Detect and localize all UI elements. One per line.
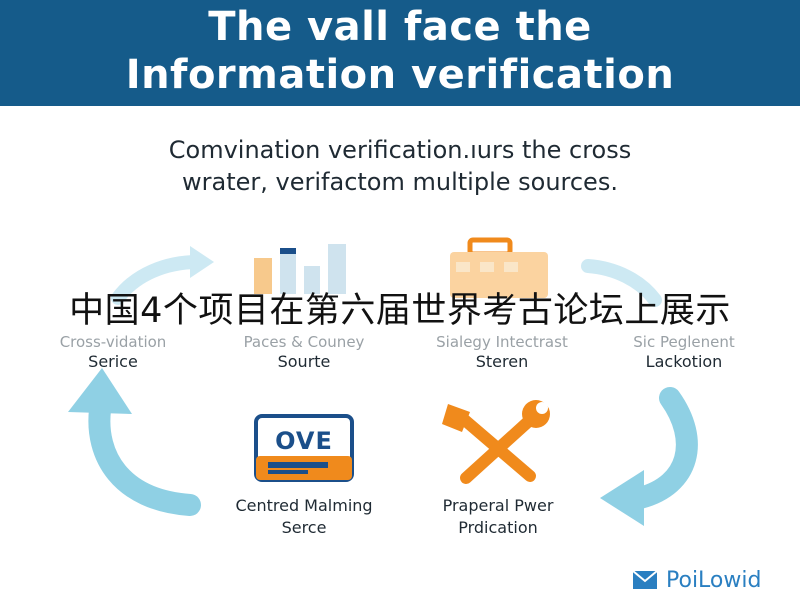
subtitle-line-1: Comvination verification.ıurs the cross <box>168 136 632 164</box>
node-label-2: Paces & Couney Sourte <box>212 332 396 372</box>
brand-name: PoiLowid <box>666 567 762 593</box>
document-card-label: OVE <box>275 427 333 455</box>
node-label-4: Sic Peglenent Lackotion <box>598 332 770 372</box>
node-label-1: Cross-vidation Serice <box>28 332 198 372</box>
node-label-main: Steren <box>475 352 529 371</box>
subtitle-line-2: wrater, verifactom multiple sources. <box>182 168 618 196</box>
cycle-arrow-icon <box>581 259 662 307</box>
node-label-main: Sourte <box>277 352 331 371</box>
node-label-main: Lackotion <box>645 352 723 371</box>
document-card-icon <box>254 414 354 482</box>
node-label-main: Serice <box>88 352 138 371</box>
bottom-node-label-1: Centred Malming Serce <box>196 495 412 539</box>
node-label-faded: Sialegy Intectrast <box>436 333 568 351</box>
overlay-caption: 中国4个项目在第六届世界考古论坛上展示 <box>69 291 731 331</box>
bottom-node-line-2: Serce <box>281 518 327 537</box>
envelope-logo-icon <box>632 570 658 589</box>
briefcase-icon <box>450 237 548 298</box>
bottom-node-line-1: Centred Malming <box>235 496 373 515</box>
title-line-2: Information verification <box>125 52 675 98</box>
cycle-arrow-icon <box>111 246 214 305</box>
node-label-3: Sialegy Intectrast Steren <box>404 332 600 372</box>
title-line-1: The vall face the <box>208 4 592 50</box>
header-banner: The vall face the Information verificati… <box>0 0 800 106</box>
node-label-faded: Paces & Couney <box>243 333 365 351</box>
cycle-arrow-icon <box>68 368 201 516</box>
node-label-faded: Sic Peglenent <box>633 333 735 351</box>
node-label-faded: Cross-vidation <box>59 333 167 351</box>
cycle-arrow-icon <box>600 387 698 526</box>
bottom-node-line-1: Praperal Pwer <box>442 496 554 515</box>
wrench-screwdriver-icon <box>442 400 550 484</box>
bar-chart-icon <box>254 244 346 294</box>
bottom-node-line-2: Prdication <box>458 518 538 537</box>
bottom-node-label-2: Praperal Pwer Prdication <box>408 495 588 539</box>
brand-logo: PoiLowid <box>632 565 761 595</box>
